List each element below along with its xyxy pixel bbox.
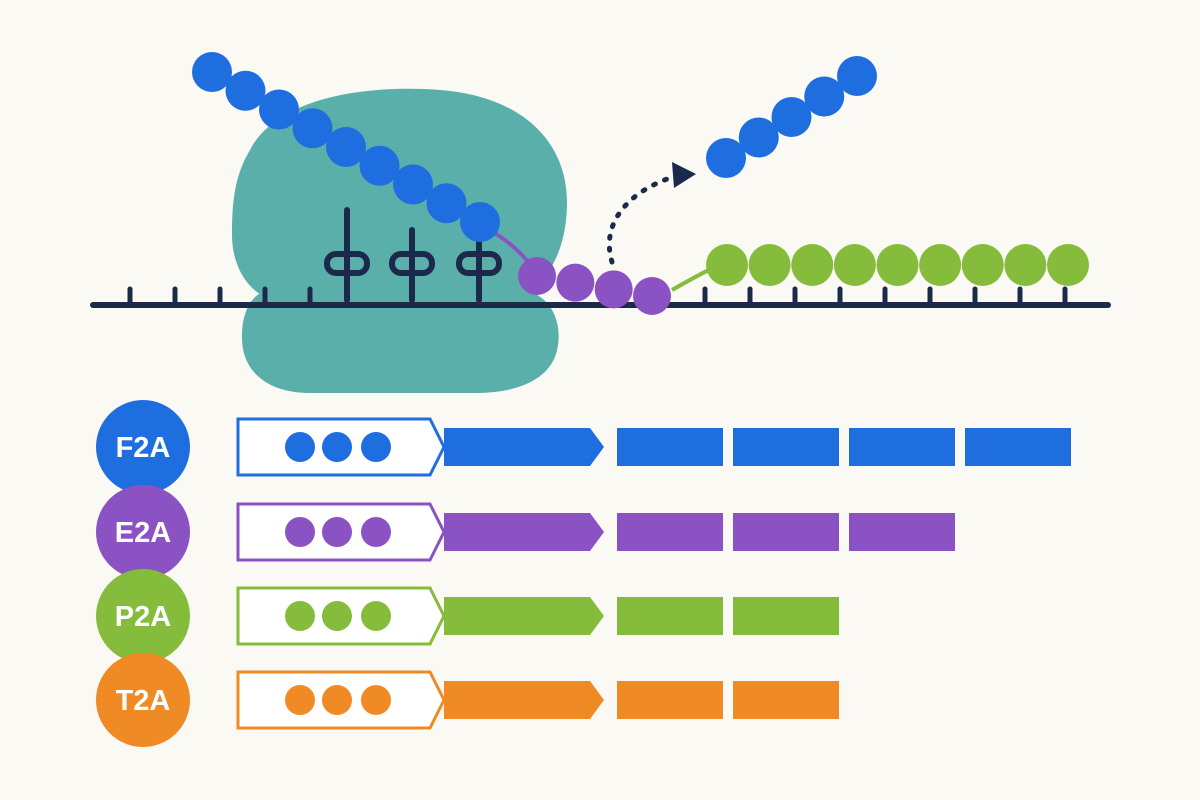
nascent-chain-bead bbox=[460, 202, 500, 242]
trna-icon bbox=[389, 227, 435, 303]
nascent-chain-bead bbox=[292, 108, 333, 149]
cassette-bead bbox=[285, 517, 315, 547]
peptide-badge-label: E2A bbox=[115, 517, 171, 549]
cassette-bead bbox=[361, 517, 391, 547]
linker-bead bbox=[556, 263, 595, 302]
peptide-badge bbox=[96, 485, 190, 579]
downstream-chain-bead bbox=[1047, 244, 1089, 286]
cassette-bead bbox=[361, 432, 391, 462]
released-chain-bead bbox=[771, 97, 812, 137]
chain-connector bbox=[671, 266, 714, 292]
cassette-bead bbox=[322, 517, 352, 547]
peptide-arrow bbox=[444, 513, 604, 551]
peptide-arrow bbox=[444, 681, 604, 719]
peptide-arrow bbox=[444, 597, 604, 635]
peptide-row: P2A bbox=[96, 569, 839, 663]
peptide-segment bbox=[849, 428, 955, 466]
released-chain-bead bbox=[837, 56, 877, 96]
peptide-badge bbox=[96, 653, 190, 747]
linker-bead bbox=[594, 270, 633, 309]
released-chain-bead bbox=[804, 76, 845, 117]
cassette-bead bbox=[322, 432, 352, 462]
nascent-chain-bead bbox=[393, 164, 433, 205]
peptide-row: F2A bbox=[96, 400, 1071, 494]
peptide-row: E2A bbox=[96, 485, 955, 579]
cassette-bead bbox=[361, 685, 391, 715]
trna-group bbox=[324, 207, 502, 303]
peptide-badge-label: P2A bbox=[115, 601, 171, 633]
downstream-chain-bead bbox=[706, 244, 748, 286]
peptide-segment bbox=[733, 428, 839, 466]
nascent-chain-bead bbox=[326, 127, 366, 167]
peptide-segment bbox=[617, 513, 723, 551]
nascent-chain-bead bbox=[192, 52, 232, 92]
downstream-chain-bead bbox=[791, 244, 834, 286]
downstream-chain-bead bbox=[919, 244, 962, 286]
trna-icon bbox=[456, 235, 502, 303]
cassette-bead bbox=[322, 601, 352, 631]
peptide-segment bbox=[617, 597, 723, 635]
peptide-badge bbox=[96, 569, 190, 663]
linker-bead bbox=[518, 257, 556, 295]
peptide-segment bbox=[733, 681, 839, 719]
peptide-segment bbox=[849, 513, 955, 551]
peptide-segment bbox=[617, 428, 723, 466]
peptide-segment bbox=[733, 513, 839, 551]
cassette-bead bbox=[361, 601, 391, 631]
cassette-bead bbox=[285, 685, 315, 715]
peptide-segment bbox=[965, 428, 1071, 466]
trna-icon bbox=[324, 207, 370, 303]
downstream-chain-bead bbox=[1004, 244, 1047, 286]
cassette-bead bbox=[322, 685, 352, 715]
downstream-chain-bead bbox=[748, 244, 791, 286]
ribosome-small-subunit bbox=[241, 290, 559, 393]
peptide-row: T2A bbox=[96, 653, 839, 747]
downstream-chain-bead bbox=[876, 244, 919, 286]
mrna-strand bbox=[90, 286, 1111, 308]
release-arrow-icon bbox=[606, 162, 696, 265]
nascent-chain-bead bbox=[359, 145, 400, 186]
peptide-segment bbox=[617, 681, 723, 719]
peptide-badge bbox=[96, 400, 190, 494]
peptide-arrow bbox=[444, 428, 604, 466]
nascent-chain-bead bbox=[259, 89, 299, 130]
peptide-segment bbox=[733, 597, 839, 635]
nascent-chain-bead bbox=[426, 183, 467, 224]
linker-bead bbox=[633, 277, 671, 315]
ribosome bbox=[232, 88, 568, 393]
released-chain-bead bbox=[738, 117, 779, 158]
released-chain-bead bbox=[706, 138, 746, 178]
peptide-badge-label: T2A bbox=[116, 685, 171, 717]
downstream-chain-bead bbox=[833, 244, 876, 286]
cassette-bead bbox=[285, 601, 315, 631]
cassette-bead bbox=[285, 432, 315, 462]
peptide-badge-label: F2A bbox=[116, 432, 171, 464]
nascent-chain-bead bbox=[225, 70, 266, 111]
downstream-chain-bead bbox=[961, 244, 1004, 286]
